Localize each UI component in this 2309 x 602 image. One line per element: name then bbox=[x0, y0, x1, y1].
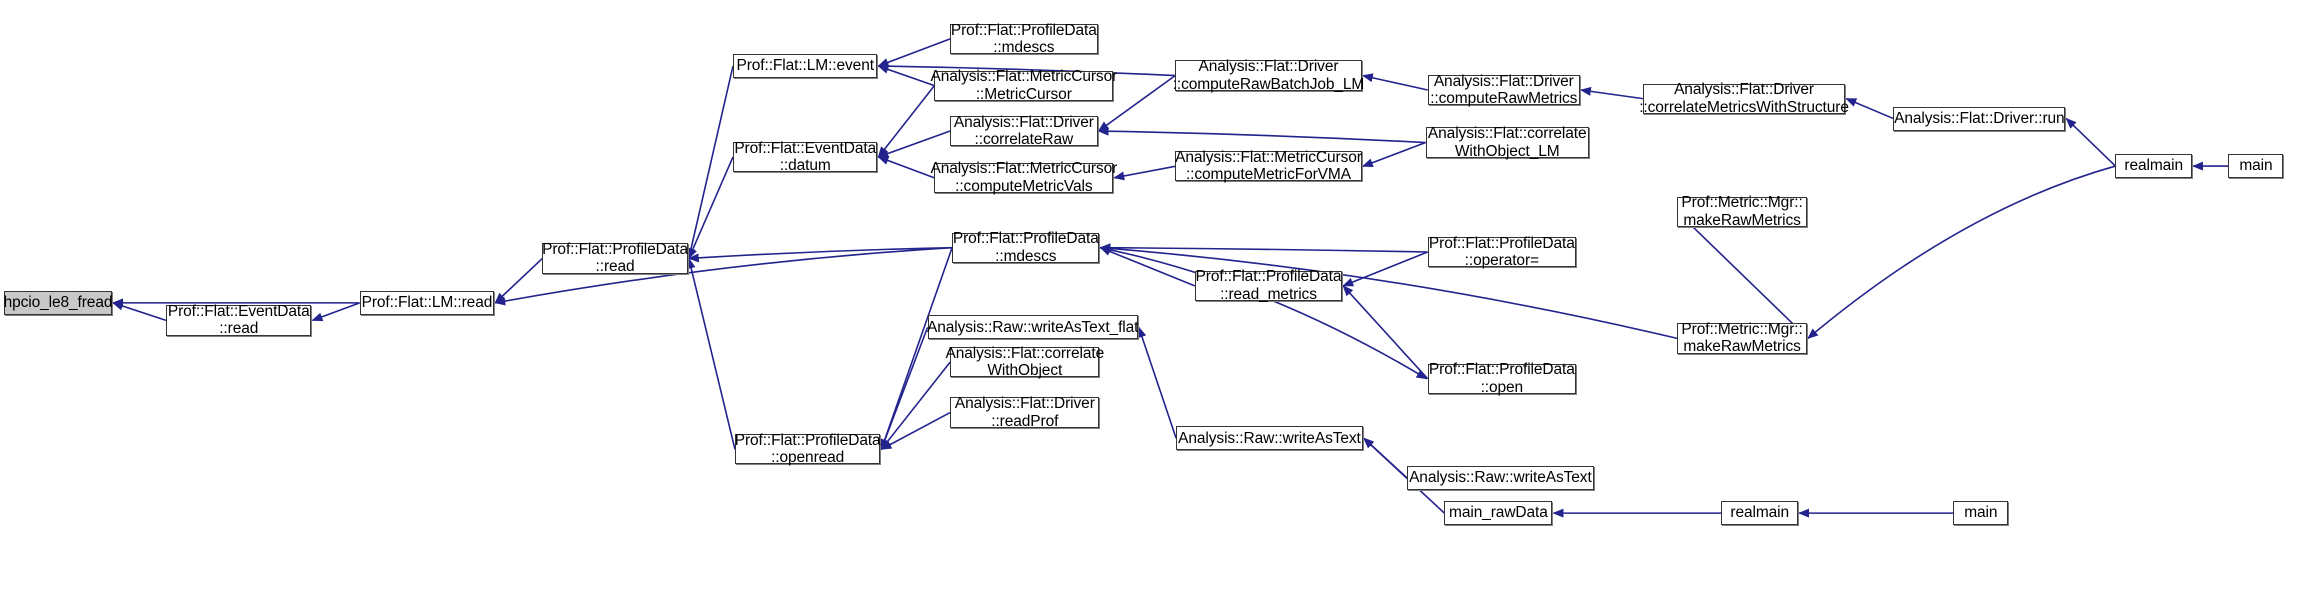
graph-node-label: Prof::Flat::LM::event bbox=[736, 57, 874, 75]
graph-node-label: realmain bbox=[2124, 157, 2184, 175]
graph-node-label: Analysis::Flat::MetricCursor ::MetricCur… bbox=[930, 68, 1118, 103]
graph-node-label: Analysis::Flat::Driver ::correlateRaw bbox=[953, 113, 1094, 149]
graph-node-label: main bbox=[1964, 504, 1998, 522]
graph-edge-profiledata_read-to-lm_read bbox=[494, 257, 543, 304]
graph-node-label: Prof::Flat::ProfileData ::mdescs bbox=[952, 230, 1099, 265]
graph-node-driver_correlatemetricswithstructure[interactable]: Analysis::Flat::Driver ::correlateMetric… bbox=[1639, 81, 1849, 115]
graph-node-label: Prof::Flat::ProfileData ::open bbox=[1428, 361, 1575, 396]
graph-edge-profiledata_mdescs_top-to-lm_event bbox=[877, 38, 951, 67]
graph-node-label: Analysis::Flat::Driver ::correlateMetric… bbox=[1639, 81, 1849, 116]
graph-node-label: Prof::Metric::Mgr:: makeRawMetrics bbox=[1681, 194, 1803, 229]
graph-edge-driver_readprof-to-profiledata_openread bbox=[880, 411, 951, 450]
graph-edge-profiledata_mdescs_mid-to-profiledata_open bbox=[1099, 246, 1428, 380]
graph-node-eventdata_read[interactable]: Prof::Flat::EventData ::read bbox=[166, 303, 312, 338]
graph-node-hpcio_le8_fread[interactable]: hpcio_le8_fread bbox=[4, 290, 112, 315]
graph-edge-lm_read-to-eventdata_read bbox=[311, 302, 360, 322]
graph-edge-correlate_withobject_lm-to-metriccursor_computemetricforvma bbox=[1361, 141, 1426, 168]
graph-node-label: Analysis::Flat::correlate WithObject bbox=[945, 344, 1105, 380]
graph-node-driver_correlateraw[interactable]: Analysis::Flat::Driver ::correlateRaw bbox=[950, 113, 1098, 149]
graph-edge-realmain_top-to-driver_run bbox=[2065, 117, 2116, 167]
graph-node-profiledata_mdescs_mid[interactable]: Prof::Flat::ProfileData ::mdescs bbox=[952, 230, 1100, 265]
graph-node-driver_run[interactable]: Analysis::Flat::Driver::run bbox=[1893, 106, 2066, 131]
graph-node-metriccursor_computemetricvals[interactable]: Analysis::Flat::MetricCursor ::computeMe… bbox=[930, 160, 1117, 194]
graph-node-main_top[interactable]: main bbox=[2228, 154, 2284, 179]
graph-node-label: Prof::Flat::EventData ::datum bbox=[734, 139, 877, 174]
graph-edge-profiledata_openread-to-profiledata_read bbox=[686, 257, 736, 450]
graph-edge-profiledata_mdescs_mid-to-profiledata_read bbox=[687, 246, 953, 263]
graph-edge-profiledata_read_metrics-to-profiledata_mdescs_mid bbox=[1099, 246, 1196, 287]
graph-node-realmain_top[interactable]: realmain bbox=[2115, 154, 2193, 179]
graph-node-writeastext_flat[interactable]: Analysis::Raw::writeAsText_flat bbox=[927, 315, 1138, 340]
graph-edge-profiledata_operator_eq-to-profiledata_mdescs_mid bbox=[1099, 243, 1428, 253]
graph-node-profiledata_operator_eq[interactable]: Prof::Flat::ProfileData ::operator= bbox=[1427, 234, 1576, 269]
graph-node-metric_mgr_makerawmetrics_b[interactable]: Prof::Metric::Mgr:: makeRawMetrics bbox=[1677, 321, 1807, 356]
graph-node-label: main bbox=[2239, 157, 2273, 175]
graph-node-label: hpcio_le8_fread bbox=[3, 294, 113, 312]
graph-node-metriccursor_computemetricforvma[interactable]: Analysis::Flat::MetricCursor ::computeMe… bbox=[1175, 149, 1362, 183]
graph-edge-correlate_withobject-to-profiledata_openread bbox=[880, 361, 951, 451]
graph-edge-metric_mgr_makerawmetrics_a-to-metric_mgr_makerawmetrics_b bbox=[1676, 211, 1809, 340]
graph-node-driver_computerawmetrics[interactable]: Analysis::Flat::Driver ::computeRawMetri… bbox=[1427, 72, 1580, 107]
graph-node-main_bottom[interactable]: main bbox=[1953, 501, 2009, 526]
graph-edge-driver_correlateraw-to-eventdata_datum bbox=[877, 130, 951, 158]
graph-node-label: Prof::Flat::LM::read bbox=[361, 294, 493, 312]
graph-node-label: Analysis::Flat::MetricCursor ::computeMe… bbox=[1175, 148, 1362, 184]
graph-edge-raw_writeastext_a-to-writeastext_flat bbox=[1137, 326, 1177, 439]
graph-node-driver_computerawbatchjob_lm[interactable]: Analysis::Flat::Driver ::computeRawBatch… bbox=[1173, 58, 1365, 92]
graph-node-lm_event[interactable]: Prof::Flat::LM::event bbox=[732, 54, 878, 78]
graph-node-lm_read[interactable]: Prof::Flat::LM::read bbox=[359, 290, 495, 315]
graph-node-label: Analysis::Raw::writeAsText bbox=[1178, 429, 1361, 447]
graph-node-label: Prof::Metric::Mgr:: makeRawMetrics bbox=[1681, 321, 1803, 356]
graph-node-raw_writeastext_b[interactable]: Analysis::Raw::writeAsText bbox=[1407, 465, 1594, 490]
graph-edge-profiledata_open-to-profiledata_read_metrics bbox=[1342, 285, 1429, 380]
graph-node-metriccursor_ctor[interactable]: Analysis::Flat::MetricCursor ::MetricCur… bbox=[930, 68, 1117, 102]
graph-edge-realmain_top-to-metric_mgr_makerawmetrics_b bbox=[1807, 165, 2116, 340]
graph-node-label: Prof::Flat::ProfileData ::read_metrics bbox=[1195, 268, 1342, 303]
graph-edge-metriccursor_computemetricforvma-to-metriccursor_computemetricvals bbox=[1113, 165, 1176, 181]
graph-node-profiledata_openread[interactable]: Prof::Flat::ProfileData ::openread bbox=[735, 432, 881, 466]
graph-edge-driver_correlatemetricswithstructure-to-driver_computerawmetrics bbox=[1579, 86, 1643, 100]
graph-node-label: Prof::Flat::ProfileData ::mdescs bbox=[950, 21, 1097, 56]
graph-edge-writeastext_flat-to-profiledata_openread bbox=[880, 327, 929, 451]
graph-node-label: Analysis::Flat::Driver ::readProf bbox=[954, 395, 1095, 430]
graph-node-label: Analysis::Flat::MetricCursor ::computeMe… bbox=[930, 160, 1118, 195]
graph-node-correlate_withobject[interactable]: Analysis::Flat::correlate WithObject bbox=[946, 345, 1105, 379]
graph-edge-eventdata_read-to-hpcio_le8_fread bbox=[112, 301, 167, 322]
graph-node-label: main_rawData bbox=[1449, 504, 1548, 522]
graph-node-label: realmain bbox=[1730, 504, 1790, 522]
graph-node-label: Analysis::Flat::Driver ::computeRawBatch… bbox=[1172, 58, 1365, 93]
graph-node-label: Prof::Flat::ProfileData ::openread bbox=[734, 431, 881, 467]
graph-node-metric_mgr_makerawmetrics_a[interactable]: Prof::Metric::Mgr:: makeRawMetrics bbox=[1677, 194, 1807, 229]
graph-edge-correlate_withobject_lm-to-driver_correlateraw bbox=[1097, 126, 1426, 144]
graph-edge-lm_event-to-profiledata_read bbox=[686, 65, 734, 260]
graph-edge-raw_writeastext_b-to-raw_writeastext_a bbox=[1363, 437, 1408, 479]
graph-node-profiledata_read_metrics[interactable]: Prof::Flat::ProfileData ::read_metrics bbox=[1194, 268, 1343, 303]
graph-node-driver_readprof[interactable]: Analysis::Flat::Driver ::readProf bbox=[950, 395, 1100, 430]
graph-node-label: Prof::Flat::ProfileData ::operator= bbox=[1428, 234, 1575, 269]
graph-node-raw_writeastext_a[interactable]: Analysis::Raw::writeAsText bbox=[1176, 426, 1363, 451]
graph-node-profiledata_open[interactable]: Prof::Flat::ProfileData ::open bbox=[1427, 361, 1576, 396]
graph-edge-eventdata_datum-to-profiledata_read bbox=[688, 156, 734, 260]
graph-node-main_rawdata[interactable]: main_rawData bbox=[1444, 501, 1553, 526]
graph-node-label: Analysis::Flat::Driver::run bbox=[1894, 109, 2065, 127]
graph-edge-driver_run-to-driver_correlatemetricswithstructure bbox=[1845, 97, 1894, 120]
graph-edge-profiledata_operator_eq-to-profiledata_read_metrics bbox=[1342, 251, 1428, 287]
graph-edge-metric_mgr_makerawmetrics_b-to-profiledata_mdescs_mid bbox=[1099, 243, 1678, 340]
graph-node-label: Analysis::Raw::writeAsText_flat bbox=[926, 318, 1139, 336]
graph-node-label: Prof::Flat::EventData ::read bbox=[167, 303, 310, 338]
graph-node-label: Analysis::Flat::correlate WithObject_LM bbox=[1427, 125, 1587, 160]
graph-node-realmain_bottom[interactable]: realmain bbox=[1721, 501, 1799, 526]
graph-node-label: Prof::Flat::ProfileData ::read bbox=[542, 241, 688, 276]
graph-edge-driver_computerawmetrics-to-driver_computerawbatchjob_lm bbox=[1361, 73, 1428, 91]
graph-node-profiledata_read[interactable]: Prof::Flat::ProfileData ::read bbox=[542, 241, 688, 275]
graph-node-correlate_withobject_lm[interactable]: Analysis::Flat::correlate WithObject_LM bbox=[1425, 125, 1589, 160]
graph-node-profiledata_mdescs_top[interactable]: Prof::Flat::ProfileData ::mdescs bbox=[950, 22, 1098, 56]
graph-node-label: Analysis::Raw::writeAsText bbox=[1409, 469, 1592, 487]
graph-node-eventdata_datum[interactable]: Prof::Flat::EventData ::datum bbox=[732, 139, 878, 174]
graph-node-label: Analysis::Flat::Driver ::computeRawMetri… bbox=[1430, 72, 1578, 107]
